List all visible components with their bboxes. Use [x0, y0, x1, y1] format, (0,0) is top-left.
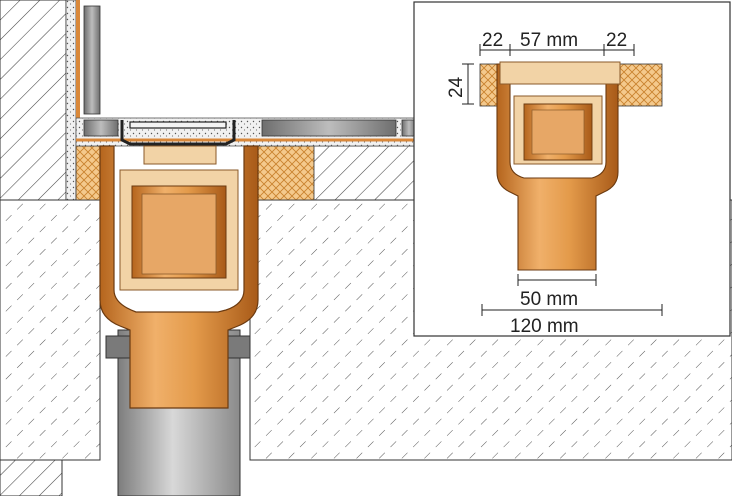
drain-body [99, 145, 259, 409]
floor-tile-left [83, 119, 119, 137]
insulation-left [75, 145, 101, 201]
wall-lining [65, 0, 77, 201]
insulation-right [247, 145, 315, 201]
drain-channel [120, 120, 236, 146]
grate [129, 121, 227, 129]
wall-tile [83, 5, 101, 115]
floor-tile-right [261, 119, 397, 137]
inset-drain-body [496, 61, 621, 271]
inset-frame [413, 1, 731, 337]
slab-left [0, 199, 101, 461]
wall-membrane [76, 0, 80, 118]
dim-label-left: 22 [482, 30, 503, 51]
dim-label-right: 22 [606, 30, 627, 51]
screed-layer [311, 145, 417, 201]
wall-lower-left [0, 459, 63, 496]
dimension-lines [462, 44, 663, 316]
dim-label-outlet: 50 mm [520, 289, 578, 310]
detail-inset: 22 57 mm 22 24 50 mm 120 mm [413, 1, 731, 337]
inset-insulation-right [613, 63, 663, 107]
dim-label-height: 24 [446, 76, 467, 98]
wall-upper-left [0, 0, 67, 201]
dim-label-body: 120 mm [510, 316, 579, 337]
dim-label-center: 57 mm [520, 30, 578, 51]
